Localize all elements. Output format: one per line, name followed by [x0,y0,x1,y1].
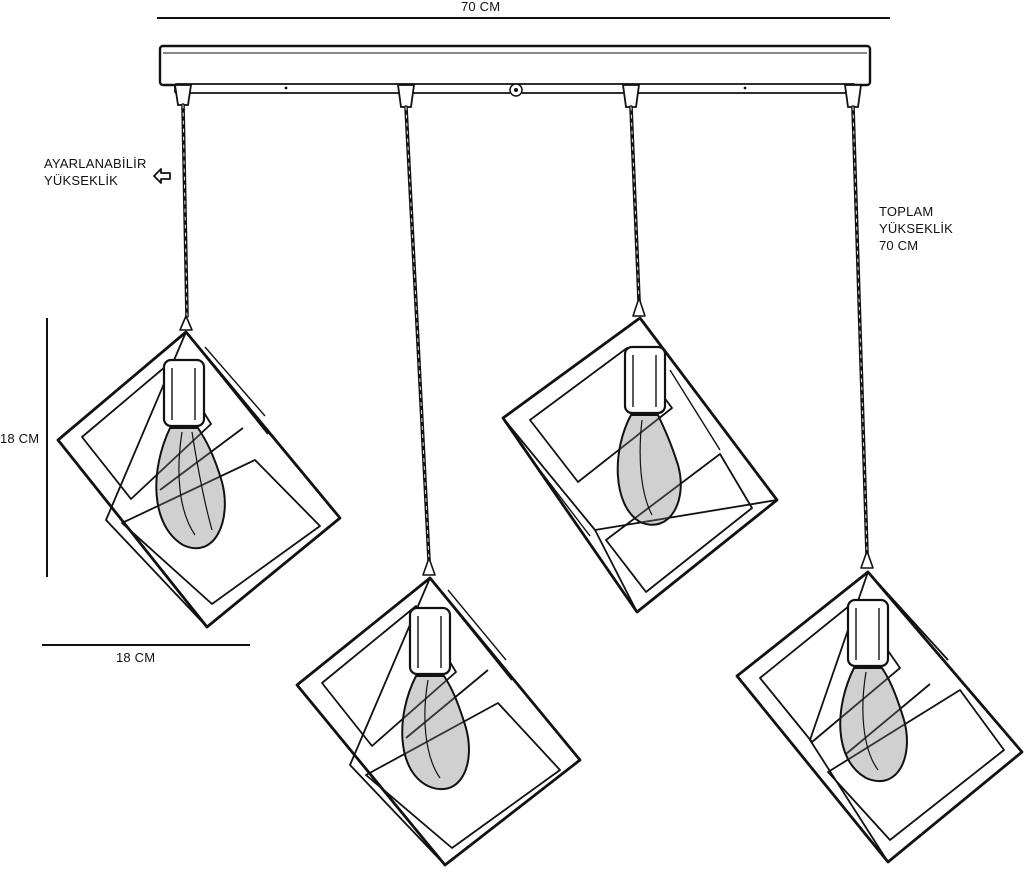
cage-lamp-3 [501,297,779,614]
cord-4 [851,105,869,555]
cage-1-window-front [121,459,321,605]
ceiling-mount-1 [173,84,193,106]
cord-1 [181,103,189,318]
width-dimension-label: 70 CM [461,0,501,14]
adjustable-height-line1: AYARLANABİLİR [44,156,147,171]
adjustable-arrow-icon [153,168,171,184]
cage-width-dimension-label: 18 CM [116,650,156,665]
total-height-line2: YÜKSEKLİK [879,221,954,236]
cage-2-window-front [365,702,561,849]
cage-lamp-1 [56,315,342,629]
bulb-3-icon [616,345,682,526]
adjustable-height-label: AYARLANABİLİR YÜKSEKLİK [44,155,147,189]
cage-height-dimension-label: 18 CM [0,431,40,446]
adjustable-height-line2: YÜKSEKLİK [44,173,119,188]
bulb-4-icon [839,598,908,782]
total-height-line3: 70 CM [879,238,919,253]
total-height-line1: TOPLAM [879,204,934,219]
total-height-label: TOPLAM YÜKSEKLİK 70 CM [879,203,953,254]
ceiling-mount-3 [621,84,641,108]
width-dimension-line [157,17,890,19]
ceiling-mount-2 [396,84,416,108]
cord-3 [629,105,641,302]
cord-2 [404,105,431,562]
cage-3-window-front [605,453,753,593]
cage-4-window-front [827,689,1005,841]
cage-height-dimension-line [46,318,48,577]
bulb-1-icon [155,358,226,550]
cage-lamp-2 [295,557,582,867]
cage-width-dimension-line [42,644,250,646]
ceiling-canopy [158,44,872,97]
bulb-2-icon [401,606,470,791]
cage-lamp-4 [735,550,1024,864]
ceiling-mount-4 [843,84,863,108]
